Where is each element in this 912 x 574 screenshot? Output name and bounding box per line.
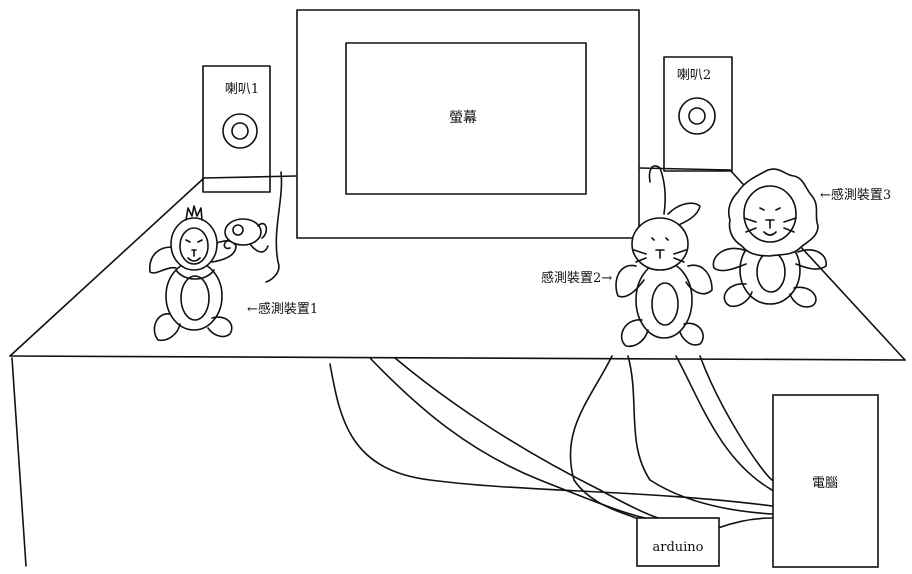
- monitor: 螢幕: [296, 9, 640, 239]
- sensor-3-label: ←感測裝置3: [820, 187, 891, 203]
- sensor-2-toy: [615, 165, 713, 348]
- sensor-1-label: ←感測裝置1: [247, 301, 318, 317]
- speaker-2: 喇叭2: [663, 56, 733, 172]
- sensor-1-toy: [149, 205, 269, 342]
- speaker-1-label: 喇叭1: [225, 82, 259, 97]
- speaker-1: 喇叭1: [202, 65, 283, 283]
- arduino-label: arduino: [652, 540, 703, 555]
- computer-tower: 電腦: [772, 394, 879, 568]
- sensor-3-toy: [712, 168, 827, 308]
- arduino-board: arduino: [636, 517, 720, 567]
- computer-label: 電腦: [812, 476, 838, 491]
- monitor-label: 螢幕: [449, 110, 477, 126]
- speaker-2-label: 喇叭2: [677, 68, 711, 83]
- speaker-1-cone: [222, 113, 258, 149]
- speaker-2-cone: [678, 97, 716, 135]
- sensor-2-label: 感測裝置2→: [541, 270, 612, 286]
- cables: [329, 355, 773, 529]
